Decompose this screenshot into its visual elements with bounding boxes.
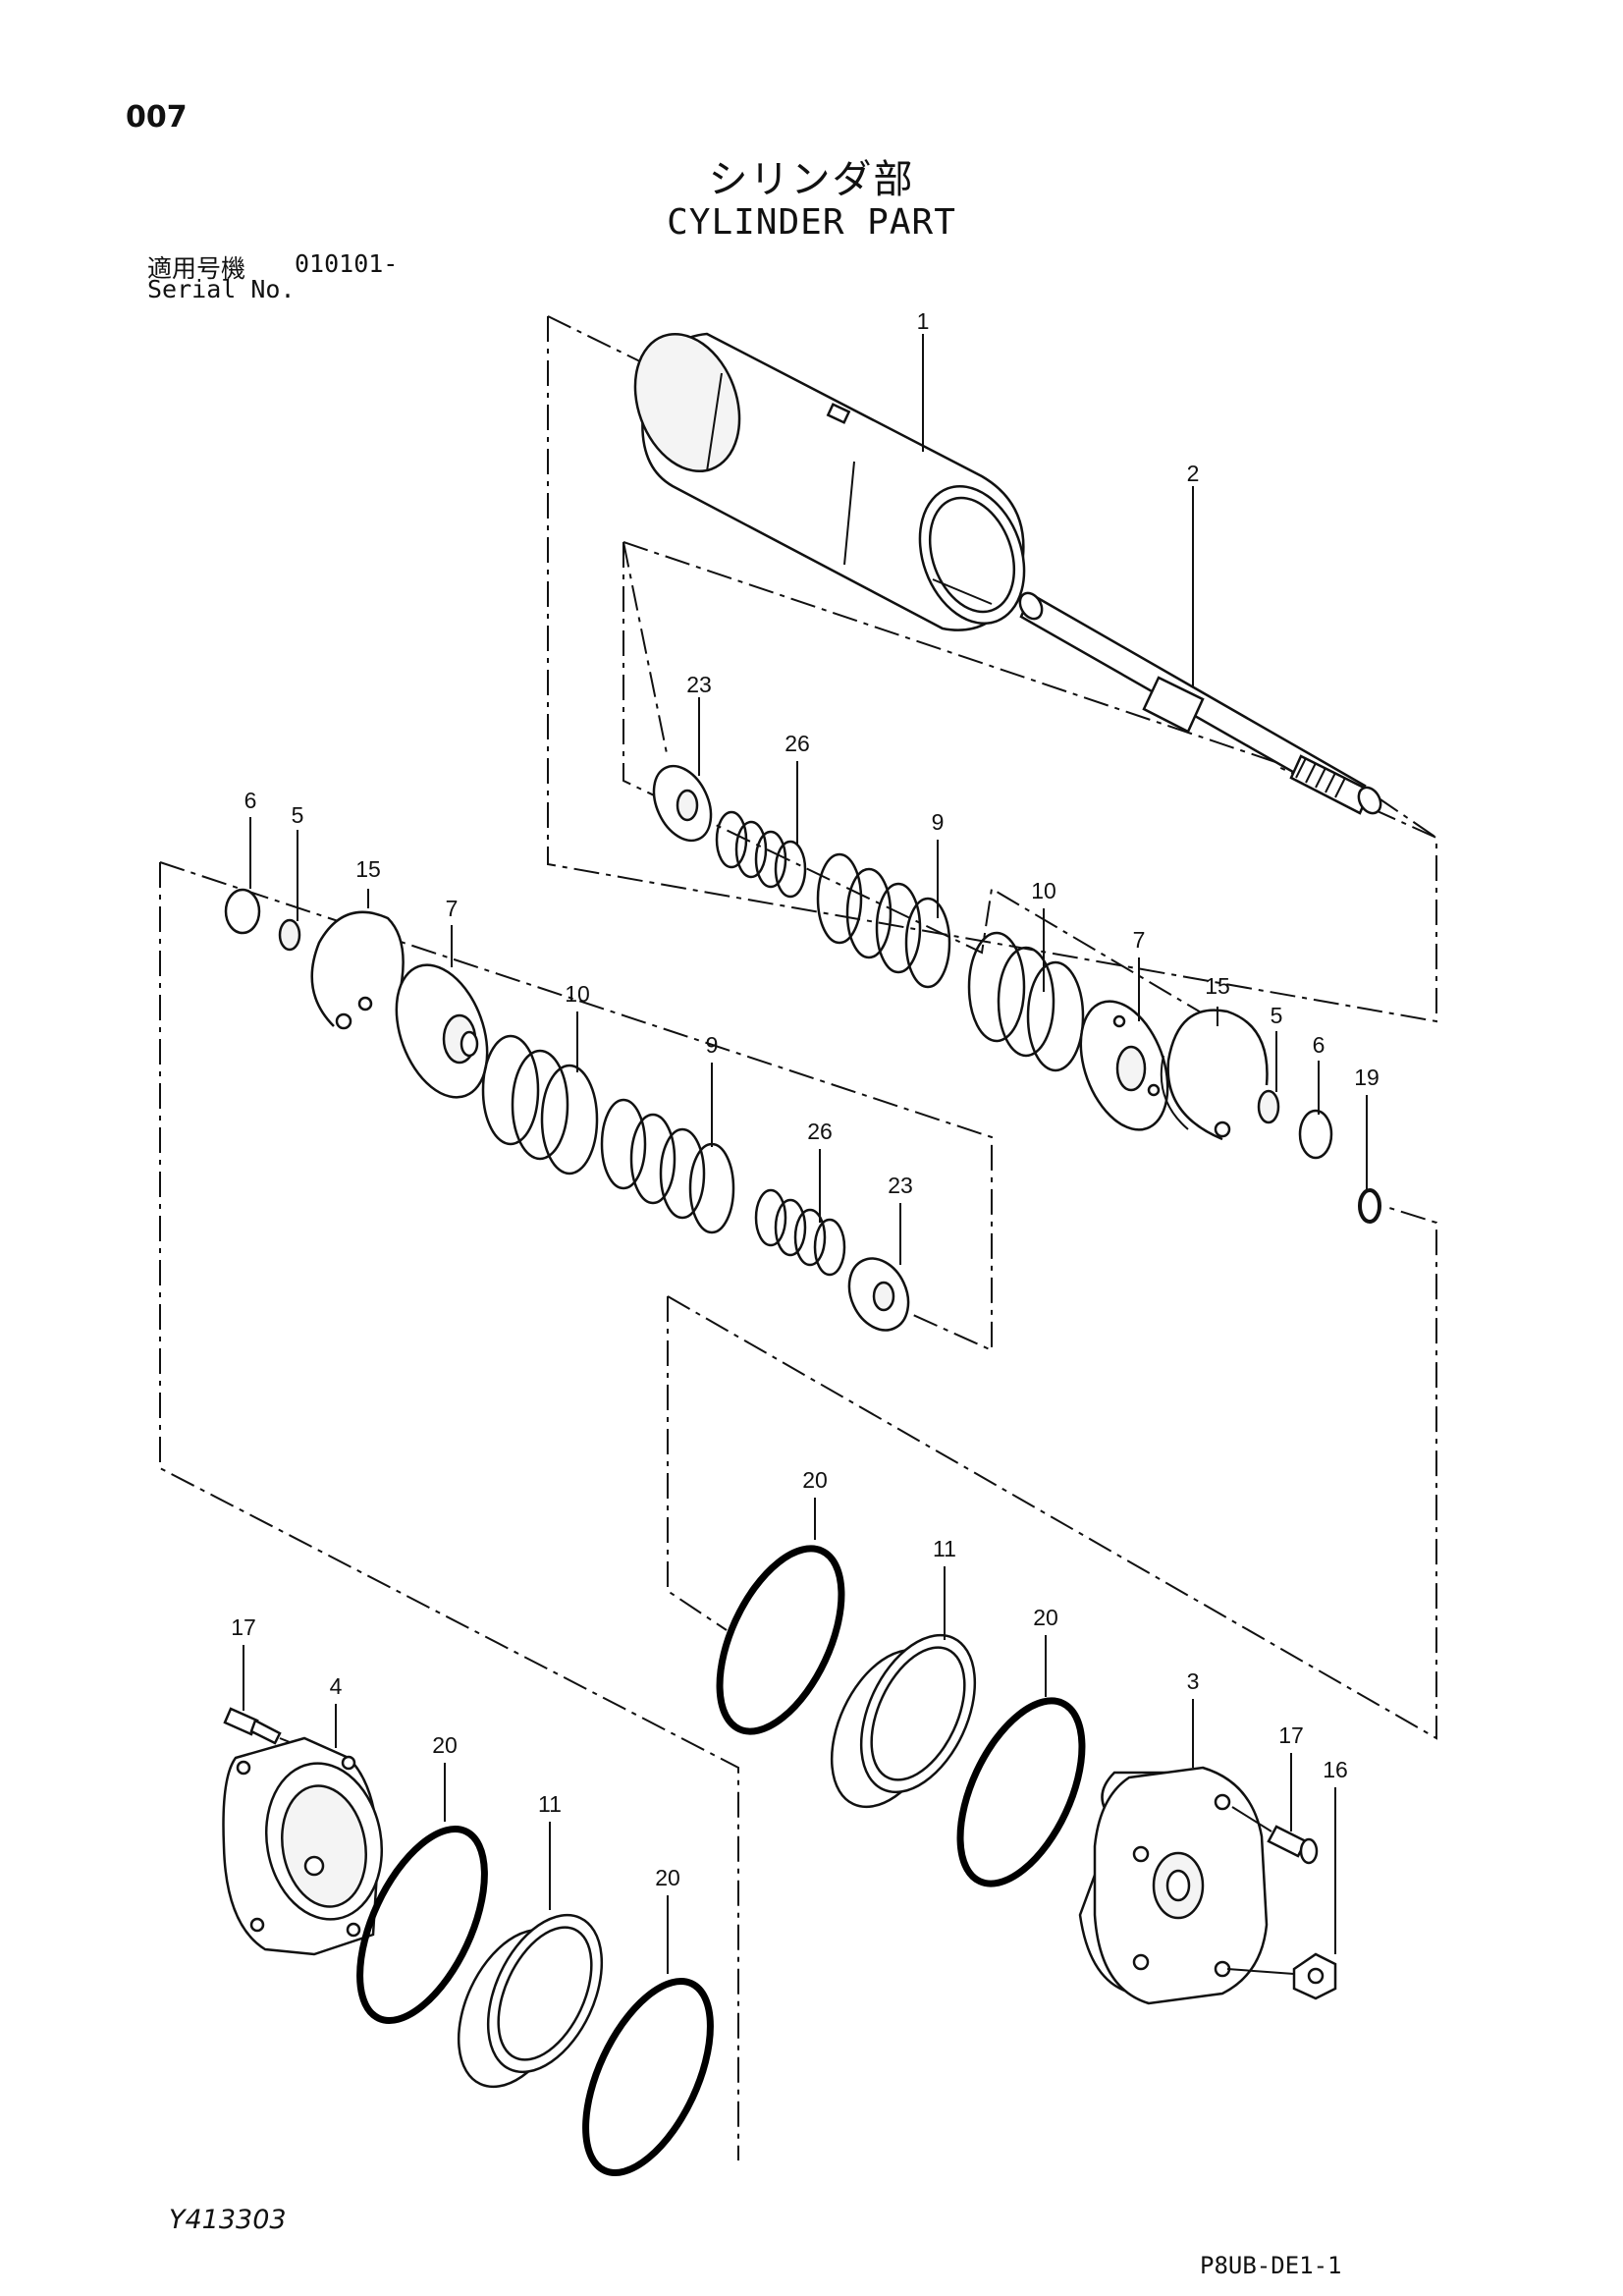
frame-lower-right <box>667 1207 1437 1740</box>
serial-number-range: 010101- <box>295 249 399 278</box>
callout-5-middle: 5 <box>292 802 304 828</box>
part-15-upper <box>1160 1009 1269 1141</box>
part-5-upper <box>1257 1089 1280 1124</box>
callout-26-middle: 26 <box>807 1119 833 1144</box>
callout-3: 3 <box>1187 1668 1200 1694</box>
callout-17-left: 17 <box>231 1614 256 1640</box>
middle-row-parts <box>224 888 910 1332</box>
callout-20-left-b: 20 <box>655 1865 680 1890</box>
figure-id: Y413303 <box>169 2205 287 2235</box>
callout-19: 19 <box>1354 1065 1380 1090</box>
callout-11-right: 11 <box>933 1536 956 1561</box>
serial-label-english: Serial No. <box>147 275 296 303</box>
part-20-right-a <box>716 1545 845 1735</box>
callout-6-upper: 6 <box>1313 1032 1325 1058</box>
callout-labels: 1 2 23 26 9 10 7 15 5 6 19 6 5 15 7 10 9… <box>231 308 1380 1890</box>
lower-right-parts <box>716 1545 1337 2005</box>
part-9-upper <box>816 852 951 989</box>
part-26-upper <box>715 810 807 899</box>
page-title-japanese: シリンダ部 <box>708 157 915 202</box>
part-26-middle <box>754 1188 846 1277</box>
callout-4: 4 <box>330 1673 343 1699</box>
sheet-code: P8UB-DE1-1 <box>1200 2252 1342 2279</box>
callout-9-middle: 9 <box>706 1032 719 1058</box>
callout-26-upper: 26 <box>784 731 810 756</box>
frame-upper <box>547 316 1437 1023</box>
callout-16: 16 <box>1323 1757 1348 1782</box>
page-title-english: CYLINDER PART <box>667 202 956 243</box>
part-6-upper <box>1298 1109 1333 1160</box>
frame-left <box>159 862 739 2160</box>
part-23-middle <box>847 1257 910 1332</box>
part-20-left-a <box>356 1826 488 2024</box>
callout-17-right: 17 <box>1278 1722 1304 1748</box>
part-3-cover <box>1078 1766 1269 2005</box>
frame-upper-inner <box>622 542 1209 1017</box>
assembly-frames <box>159 315 1437 2160</box>
callout-23-upper: 23 <box>686 672 712 697</box>
frame-inner <box>622 541 1437 839</box>
callout-23-middle: 23 <box>888 1173 913 1198</box>
callout-20-right-b: 20 <box>1033 1605 1058 1630</box>
part-11-right <box>830 1633 977 1809</box>
part-10-middle <box>481 1034 599 1175</box>
callout-10-upper: 10 <box>1031 878 1056 903</box>
callout-7-middle: 7 <box>446 896 459 921</box>
leader-lines <box>243 334 1368 1974</box>
callout-15-upper: 15 <box>1205 973 1230 999</box>
part-2-rod <box>1018 591 1382 815</box>
callout-1: 1 <box>917 308 930 334</box>
page-number: 007 <box>126 100 188 135</box>
part-1-cylinder <box>633 332 1026 631</box>
callout-15-middle: 15 <box>355 856 381 882</box>
part-7-upper <box>1079 1000 1169 1131</box>
callout-11-left: 11 <box>538 1791 562 1817</box>
upper-row-parts <box>652 764 1381 1224</box>
part-4-cover <box>222 1736 384 1956</box>
part-6-middle <box>224 888 261 935</box>
frame-left-top <box>159 861 993 1352</box>
callout-20-right-a: 20 <box>802 1467 828 1493</box>
callout-9-upper: 9 <box>932 809 945 835</box>
part-5-middle <box>278 918 301 952</box>
part-7-middle <box>395 963 489 1099</box>
callout-7-upper: 7 <box>1133 927 1146 953</box>
serial-label-japanese: 適用号機 <box>147 254 246 283</box>
frame-upper-top <box>547 315 649 366</box>
part-15-middle <box>310 910 405 1030</box>
part-16-nut <box>1226 1952 1337 2000</box>
part-17-right-bolt <box>1231 1806 1319 1865</box>
callout-20-left-a: 20 <box>432 1732 458 1758</box>
part-10-upper <box>967 931 1085 1072</box>
part-11-left <box>457 1913 604 2089</box>
callout-6-middle: 6 <box>244 788 257 813</box>
callout-2: 2 <box>1187 461 1200 486</box>
part-20-left-b <box>582 1978 714 2176</box>
lower-left-parts <box>222 1707 714 2176</box>
part-20-right-b <box>956 1697 1086 1887</box>
callout-5-upper: 5 <box>1271 1003 1283 1028</box>
callout-10-middle: 10 <box>565 981 590 1007</box>
part-9-middle <box>600 1098 735 1234</box>
part-19-oring <box>1358 1188 1381 1224</box>
